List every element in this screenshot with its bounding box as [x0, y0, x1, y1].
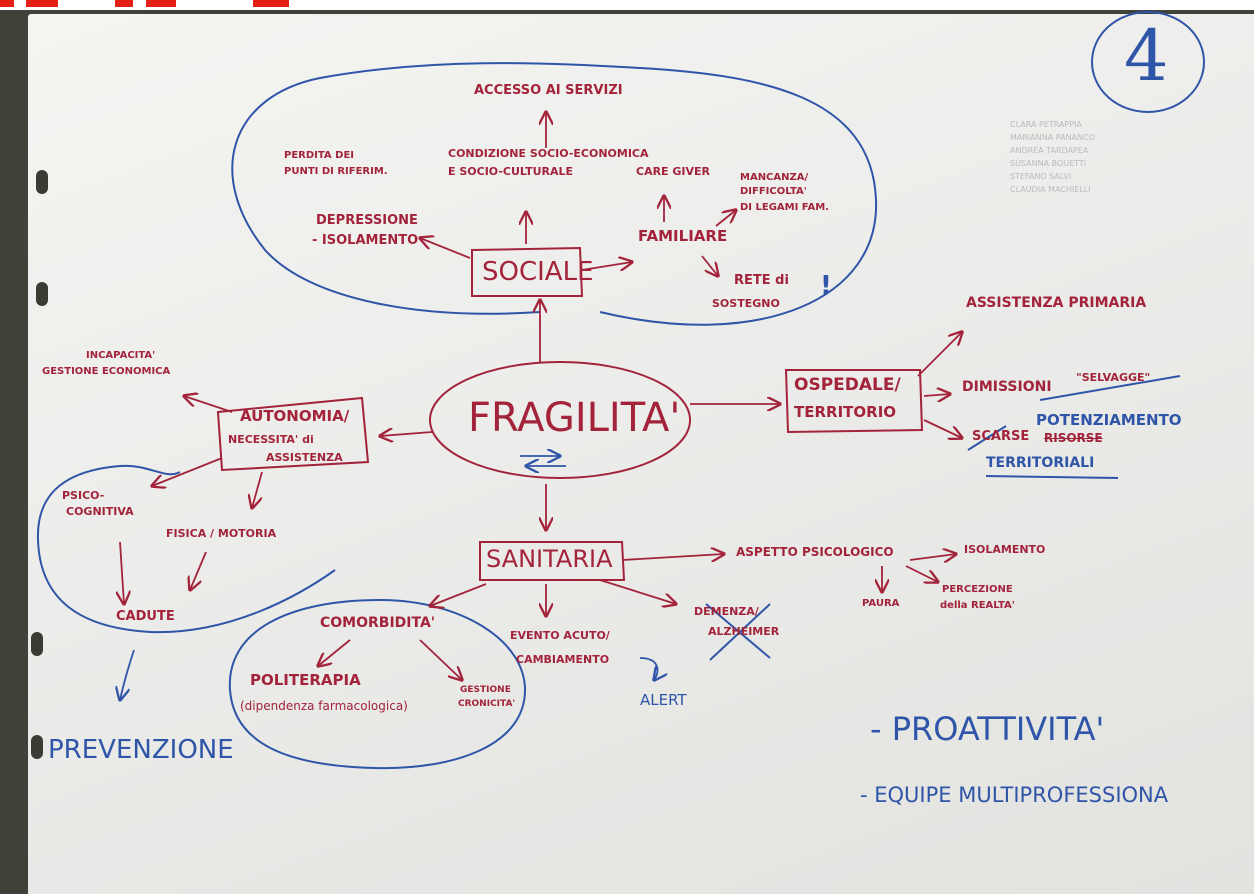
binder-hole [36, 170, 48, 194]
node-rete-line1: RETE di [734, 273, 789, 288]
node-ospedale-line2: TERRITORIO [794, 403, 897, 421]
node-evento-line1: EVENTO ACUTO/ [510, 629, 610, 642]
node-familiare: FAMILIARE [638, 227, 728, 245]
binder-hole [36, 282, 48, 306]
node-percezione-line1: PERCEZIONE [942, 584, 1013, 595]
participant-name: MARIANNA PANANCO [1010, 133, 1095, 142]
ospedale-box [784, 369, 924, 434]
center-node-fragilita: FRAGILITA' [468, 395, 681, 441]
node-autonomia-line3: ASSISTENZA [266, 451, 343, 464]
node-ospedale-line1: OSPEDALE/ [794, 375, 901, 395]
node-evento-line2: CAMBIAMENTO [516, 653, 610, 666]
node-depressione-line1: DEPRESSIONE [316, 213, 418, 228]
conclusion-equipe: - EQUIPE MULTIPROFESSIONA [860, 783, 1169, 807]
sociale-cluster-outline [231, 62, 878, 326]
node-dimissioni: DIMISSIONI [962, 379, 1052, 395]
node-incapacita-line1: INCAPACITA' [86, 350, 156, 361]
node-dipendenza-farmacologica: (dipendenza farmacologica) [240, 699, 408, 713]
participants-list: CLARA PETRAPPIA MARIANNA PANANCO ANDREA … [1010, 118, 1095, 196]
top-strip [0, 0, 1254, 10]
node-mancanza-line3: DI LEGAMI FAM. [740, 202, 829, 213]
participant-name: ANDREA TARDAPEA [1010, 146, 1089, 155]
sheet-number: 4 [1124, 15, 1169, 97]
binder-hole [31, 735, 43, 759]
autonomia-box [216, 396, 370, 472]
node-mancanza-line1: MANCANZA/ [740, 172, 809, 183]
binder-hole [31, 632, 43, 656]
red-tick [26, 0, 58, 7]
fragilita-ellipse [429, 361, 691, 479]
node-selvagge: "SELVAGGE" [1076, 371, 1151, 384]
node-paura: PAURA [862, 598, 900, 609]
node-aspetto-psicologico: ASPETTO PSICOLOGICO [736, 545, 894, 559]
node-autonomia-line1: AUTONOMIA/ [240, 407, 350, 425]
node-sociale: SOCIALE [482, 257, 594, 287]
node-potenziamento: POTENZIAMENTO [1036, 411, 1182, 429]
node-territoriali: TERRITORIALI [986, 455, 1095, 471]
node-psico-line2: COGNITIVA [66, 505, 134, 518]
node-depressione-line2: - ISOLAMENTO [312, 233, 419, 248]
node-accesso-servizi: ACCESSO AI SERVIZI [474, 83, 623, 98]
participant-name: SUSANNA BOUETTI [1010, 159, 1087, 168]
node-demenza-line2: ALZHEIMER [708, 625, 780, 638]
participant-name: CLARA PETRAPPIA [1010, 120, 1082, 129]
node-politerapia: POLITERAPIA [250, 671, 361, 689]
node-rete-line2: SOSTEGNO [712, 297, 780, 310]
red-tick [0, 0, 14, 7]
node-isolamento: ISOLAMENTO [964, 543, 1046, 556]
node-incapacita-line2: GESTIONE ECONOMICA [42, 366, 171, 377]
sheet-number-circle [1091, 11, 1205, 113]
node-gestione-line2: CRONICITA' [458, 699, 516, 709]
node-cadute: CADUTE [116, 609, 175, 624]
node-scarse: SCARSE [972, 429, 1030, 444]
node-percezione-line2: della REALTA' [940, 600, 1015, 611]
participant-name: CLAUDIA MACHIELLI [1010, 185, 1091, 194]
node-perdita-line2: PUNTI DI RIFERIM. [284, 166, 388, 177]
node-mancanza-line2: DIFFICOLTA' [740, 186, 807, 197]
red-tick [115, 0, 133, 7]
node-alert: ALERT [640, 691, 687, 709]
sociale-box [471, 246, 584, 297]
node-prevenzione: PREVENZIONE [48, 735, 234, 765]
node-autonomia-line2: NECESSITA' di [228, 433, 314, 446]
red-tick [146, 0, 176, 7]
node-care-giver: CARE GIVER [636, 165, 711, 178]
node-comorbidita: COMORBIDITA' [320, 615, 436, 631]
node-condizione-line2: E SOCIO-CULTURALE [448, 165, 574, 178]
node-perdita-line1: PERDITA DEI [284, 150, 354, 161]
node-sanitaria: SANITARIA [486, 545, 613, 573]
sanitaria-box [479, 541, 626, 581]
conclusion-proattivita: - PROATTIVITA' [870, 710, 1105, 748]
cadute-cluster-outline [36, 464, 336, 634]
node-gestione-line1: GESTIONE [460, 685, 511, 695]
node-fisica-motoria: FISICA / MOTORIA [166, 527, 277, 540]
red-tick [253, 0, 289, 7]
node-condizione-line1: CONDIZIONE SOCIO-ECONOMICA [448, 147, 649, 160]
node-risorse: RISORSE [1044, 431, 1103, 445]
participant-name: STEFANO SALVI [1010, 172, 1072, 181]
comorbidita-cluster-outline [228, 598, 527, 770]
node-assistenza-primaria: ASSISTENZA PRIMARIA [966, 295, 1147, 311]
exclamation-mark: ! [820, 271, 832, 301]
node-demenza-line1: DEMENZA/ [694, 605, 759, 618]
node-psico-line1: PSICO- [62, 489, 105, 502]
